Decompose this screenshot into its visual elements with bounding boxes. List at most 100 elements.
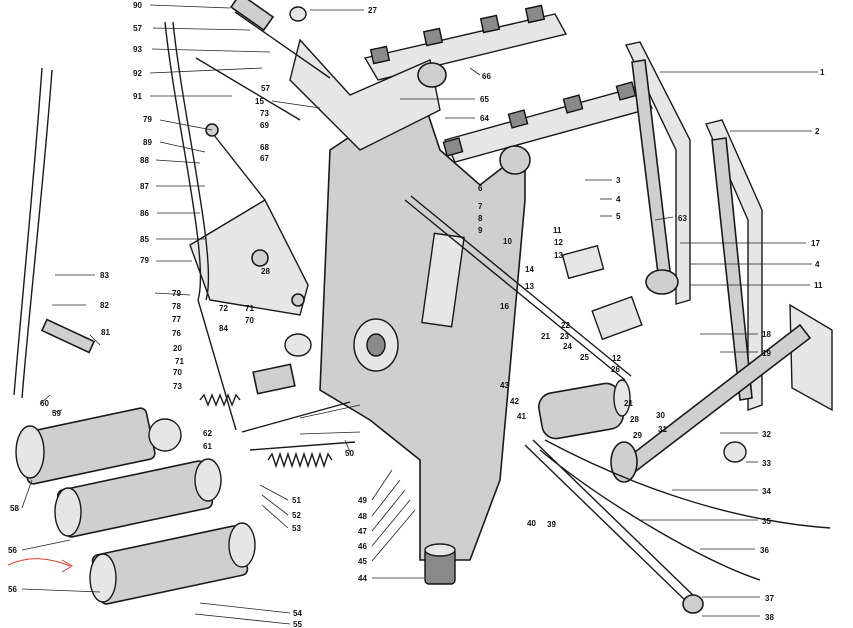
callout-73-top: 73 xyxy=(260,109,269,118)
callout-65: 65 xyxy=(480,95,489,104)
callout-48: 48 xyxy=(358,512,367,521)
callout-90: 90 xyxy=(133,1,142,10)
callout-11-lower: 11 xyxy=(814,281,823,290)
callout-25: 25 xyxy=(580,353,589,362)
callout-49: 49 xyxy=(358,496,367,505)
top-rod xyxy=(229,0,331,79)
callout-64: 64 xyxy=(480,114,489,123)
callout-30: 30 xyxy=(656,411,665,420)
callout-76: 76 xyxy=(172,329,181,338)
callout-77: 77 xyxy=(172,315,181,324)
callout-38: 38 xyxy=(765,613,774,622)
callout-45: 45 xyxy=(358,557,367,566)
return-spring-51 xyxy=(267,451,333,469)
linkage-rods xyxy=(195,57,356,451)
callout-17: 17 xyxy=(811,239,820,248)
callout-81: 81 xyxy=(101,328,110,337)
callout-35: 35 xyxy=(762,517,771,526)
callout-19: 19 xyxy=(762,349,771,358)
upper-pivot-arm xyxy=(289,38,531,175)
callout-93: 93 xyxy=(133,45,142,54)
callout-11-upper: 11 xyxy=(553,226,562,235)
callout-72: 72 xyxy=(219,304,228,313)
foot-block xyxy=(424,543,456,585)
callout-13-right: 13 xyxy=(554,251,563,260)
callout-9: 9 xyxy=(478,226,483,235)
upper-mounting-strip xyxy=(363,4,568,81)
cross-shaft xyxy=(404,195,632,381)
callout-32: 32 xyxy=(762,430,771,439)
callout-69: 69 xyxy=(260,121,269,130)
callout-79-low: 79 xyxy=(172,289,181,298)
callout-55: 55 xyxy=(293,620,302,628)
callout-1: 1 xyxy=(820,68,825,77)
callout-29: 29 xyxy=(633,431,642,440)
callout-66: 66 xyxy=(482,72,491,81)
callout-7: 7 xyxy=(478,202,483,211)
callout-4-upper: 4 xyxy=(616,195,621,204)
callout-43: 43 xyxy=(500,381,509,390)
callout-84: 84 xyxy=(219,324,228,333)
master-cylinder-upper xyxy=(15,407,182,485)
callout-42: 42 xyxy=(510,397,519,406)
callout-21-left: 21 xyxy=(541,332,550,341)
callout-12-upper: 12 xyxy=(554,238,563,247)
callout-88: 88 xyxy=(140,156,149,165)
callout-37: 37 xyxy=(765,594,774,603)
leader-lines xyxy=(21,4,818,625)
callout-5: 5 xyxy=(616,212,621,221)
master-cylinder-lower xyxy=(89,522,256,605)
callout-40: 40 xyxy=(527,519,536,528)
callout-26: 26 xyxy=(611,365,620,374)
callout-79-mid: 79 xyxy=(140,256,149,265)
callout-2: 2 xyxy=(815,127,820,136)
callout-56-upper: 56 xyxy=(8,546,17,555)
callout-20: 20 xyxy=(173,344,182,353)
bellows-boot xyxy=(538,379,631,440)
callout-70-lever: 70 xyxy=(245,316,254,325)
callout-61: 61 xyxy=(203,442,212,451)
callout-56-lower: 56 xyxy=(8,585,17,594)
callout-82: 82 xyxy=(100,301,109,310)
callout-71-cylinder: 71 xyxy=(175,357,184,366)
callout-60: 60 xyxy=(40,399,49,408)
callout-22: 22 xyxy=(561,321,570,330)
callout-21-right: 21 xyxy=(624,399,633,408)
callout-62: 62 xyxy=(203,429,212,438)
callout-71-lever: 71 xyxy=(245,304,254,313)
callout-86: 86 xyxy=(140,209,149,218)
callout-16: 16 xyxy=(500,302,509,311)
clevis-block xyxy=(561,244,679,341)
callout-34: 34 xyxy=(762,487,771,496)
callout-53: 53 xyxy=(292,524,301,533)
callout-44: 44 xyxy=(358,574,367,583)
callout-12-lower: 12 xyxy=(612,354,621,363)
callout-labels: 1 2 3 4 4 5 6 7 8 9 10 11 11 12 12 13 13… xyxy=(8,1,825,628)
callout-4-lower: 4 xyxy=(815,260,820,269)
callout-14: 14 xyxy=(525,265,534,274)
pedal-1 xyxy=(624,41,691,305)
callout-6: 6 xyxy=(478,184,483,193)
pedal-2 xyxy=(705,119,763,411)
lower-rods-right xyxy=(524,439,831,614)
callout-18: 18 xyxy=(762,330,771,339)
callout-83: 83 xyxy=(100,271,109,280)
callout-89: 89 xyxy=(143,138,152,147)
lower-mounting-strip xyxy=(442,81,654,163)
callout-67: 67 xyxy=(260,154,269,163)
master-cylinder-middle xyxy=(54,458,222,538)
left-lever-plate xyxy=(189,199,309,316)
callout-33: 33 xyxy=(762,459,771,468)
callout-92: 92 xyxy=(133,69,142,78)
artwork xyxy=(7,0,833,614)
brake-hoses-left xyxy=(13,21,210,399)
callout-52: 52 xyxy=(292,511,301,520)
callout-13-left: 13 xyxy=(525,282,534,291)
return-spring-72 xyxy=(199,363,296,407)
callout-57-top: 57 xyxy=(133,24,142,33)
callout-23: 23 xyxy=(560,332,569,341)
callout-85: 85 xyxy=(140,235,149,244)
callout-41: 41 xyxy=(517,412,526,421)
callout-59: 59 xyxy=(52,409,61,418)
